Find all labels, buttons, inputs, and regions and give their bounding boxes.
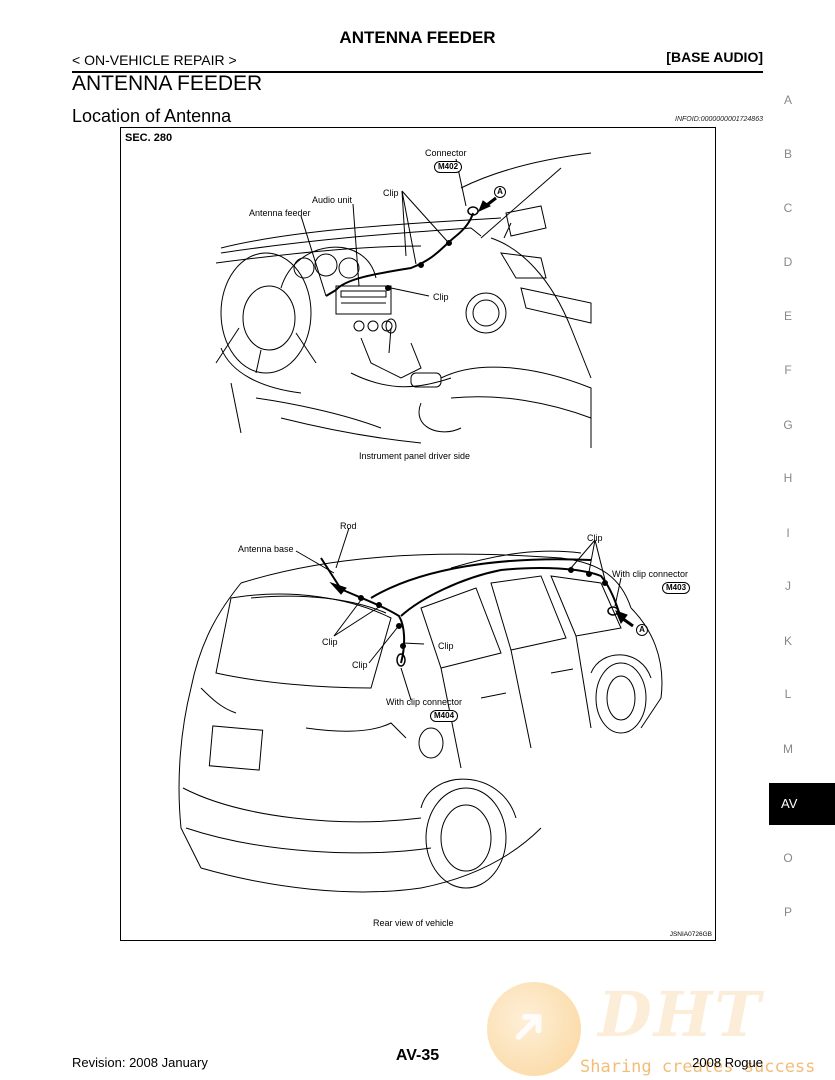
side-index-k[interactable]: K (783, 634, 792, 648)
antenna-location-figure: SEC. 280 Connector M402 Clip Audio unit … (120, 127, 716, 941)
caption-instrument-panel: Instrument panel driver side (359, 451, 471, 461)
section-label: SEC. 280 (125, 132, 173, 144)
side-index-l[interactable]: L (784, 687, 792, 701)
side-index-j[interactable]: J (785, 579, 791, 593)
label-connector: Connector (425, 148, 467, 158)
breadcrumb: < ON-VEHICLE REPAIR > (72, 52, 237, 68)
side-index-h[interactable]: H (783, 471, 793, 485)
side-index-p[interactable]: P (783, 905, 792, 919)
label-antenna-base: Antenna base (238, 544, 294, 554)
label-clip-left: Clip (322, 637, 338, 647)
label-clip-center: Clip (438, 641, 454, 651)
side-index-g[interactable]: G (783, 418, 793, 432)
label-with-clip-connector-right: With clip connector (612, 569, 689, 579)
header-divider (72, 71, 763, 73)
watermark-circle (487, 982, 581, 1076)
side-index-f[interactable]: F (784, 363, 792, 377)
top-title: ANTENNA FEEDER (339, 28, 496, 47)
label-with-clip-connector-low: With clip connector (386, 697, 463, 707)
side-index-av-active[interactable]: AV (769, 783, 835, 825)
side-index-m[interactable]: M (783, 742, 793, 756)
instrument-panel-drawing (215, 152, 592, 448)
section-tag: [BASE AUDIO] (666, 49, 763, 65)
label-antenna-feeder: Antenna feeder (249, 208, 311, 218)
footer-model: 2008 Rogue (692, 1055, 763, 1070)
figure-illustration (178, 152, 663, 893)
label-clip-right: Clip (587, 533, 603, 543)
side-index-e[interactable]: E (783, 309, 792, 323)
vehicle-rear-drawing (178, 527, 663, 893)
side-index-b[interactable]: B (783, 147, 792, 161)
footer-page-number: AV-35 (395, 1047, 440, 1064)
side-index-i[interactable]: I (786, 526, 790, 540)
side-index-o[interactable]: O (783, 851, 793, 865)
label-clip-low: Clip (352, 660, 368, 670)
watermark-tagline: Sharing creates success (580, 1057, 816, 1077)
label-audio-unit: Audio unit (312, 195, 353, 205)
sub-heading: Location of Antenna (72, 106, 232, 126)
label-clip-mid: Clip (433, 292, 449, 302)
marker-a-lower: A (636, 624, 648, 636)
side-index-a[interactable]: A (783, 93, 792, 107)
watermark-logo: DHT (598, 978, 763, 1051)
connector-id-m403: M403 (662, 582, 691, 594)
footer-revision: Revision: 2008 January (72, 1055, 208, 1070)
connector-id-m404: M404 (430, 710, 459, 722)
connector-id-m402: M402 (434, 161, 463, 173)
figure-code: JSNIA0726GB (669, 931, 712, 938)
page-heading: ANTENNA FEEDER (72, 72, 263, 95)
info-id: INFOID:0000000001724863 (675, 116, 763, 123)
label-rod: Rod (340, 521, 357, 531)
side-index-d[interactable]: D (783, 255, 793, 269)
label-clip-top: Clip (383, 188, 399, 198)
marker-a-upper: A (494, 186, 506, 198)
side-index-c[interactable]: C (783, 201, 793, 215)
caption-rear-view: Rear view of vehicle (373, 918, 454, 928)
